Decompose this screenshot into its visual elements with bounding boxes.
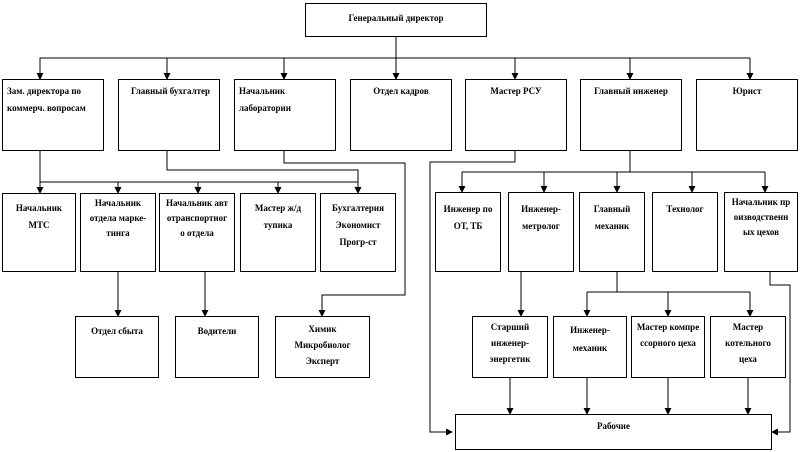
hr-department-label: Отдел кадров: [373, 86, 429, 96]
compressor-master-box: Мастер компрессорного цеха: [631, 316, 705, 378]
senior-power-engineer-box: Старший инженер-энергетик: [472, 316, 548, 378]
accountant-economist-label: Бухгалтерия Экономист Прогр-ст: [332, 203, 384, 247]
sales-department-label: Отдел сбыта: [91, 326, 143, 336]
chief-engineer-box: Главный инженер: [580, 79, 682, 151]
metrology-engineer-label: Инженер-метролог: [521, 204, 561, 231]
transport-head-box: Начальник автотранспортного отдела: [159, 193, 235, 272]
deputy-commercial-label: Зам. директора по коммерч. вопросам: [7, 86, 86, 113]
safety-engineer-box: Инженер по ОТ, ТБ: [435, 192, 501, 272]
mechanical-engineer-box: Инженер-механик: [553, 316, 627, 378]
marketing-head-label: Начальник отдела марке-тинга: [89, 198, 147, 238]
technologist-box: Технолог: [652, 192, 718, 272]
director-label: Генеральный директор: [348, 13, 444, 23]
chief-mechanic-box: Главный механик: [579, 192, 645, 272]
accountant-economist-box: Бухгалтерия Экономист Прогр-ст: [320, 193, 396, 272]
production-head-box: Начальник производственных цехов: [724, 192, 798, 272]
railway-master-label: Мастер ж/д тупика: [254, 203, 302, 230]
chief-accountant-box: Главный бухгалтер: [118, 79, 220, 151]
drivers-label: Водители: [197, 326, 237, 336]
production-head-label: Начальник производственных цехов: [731, 197, 791, 237]
transport-head-label: Начальник автотранспортного отдела: [166, 198, 228, 238]
deputy-commercial-box: Зам. директора по коммерч. вопросам: [2, 79, 104, 151]
workers-label: Рабочие: [597, 421, 630, 431]
metrology-engineer-box: Инженер-метролог: [508, 192, 574, 272]
workers-box: Рабочие: [455, 414, 772, 450]
hr-department-box: Отдел кадров: [350, 79, 452, 151]
safety-engineer-label: Инженер по ОТ, ТБ: [443, 204, 493, 231]
compressor-master-label: Мастер компрессорного цеха: [636, 322, 700, 348]
lab-head-box: Начальник лаборатории: [234, 79, 336, 151]
chemist-label: Химик Микробиолог Эксперт: [294, 324, 351, 366]
chief-accountant-label: Главный бухгалтер: [131, 86, 211, 96]
rsu-master-box: Мастер РСУ: [465, 79, 567, 151]
chemist-box: Химик Микробиолог Эксперт: [275, 316, 370, 378]
lawyer-box: Юрист: [696, 79, 798, 151]
drivers-box: Водители: [175, 316, 259, 378]
lawyer-label: Юрист: [732, 86, 762, 96]
chief-engineer-label: Главный инженер: [594, 86, 668, 96]
technologist-label: Технолог: [666, 204, 704, 214]
boiler-master-label: Мастер котельного цеха: [725, 322, 771, 364]
rsu-master-label: Мастер РСУ: [490, 86, 542, 96]
boiler-master-box: Мастер котельного цеха: [710, 316, 786, 378]
director-box: Генеральный директор: [305, 3, 487, 37]
mechanical-engineer-label: Инженер-механик: [570, 325, 610, 353]
marketing-head-box: Начальник отдела марке-тинга: [80, 193, 156, 272]
sales-department-box: Отдел сбыта: [75, 316, 159, 378]
mts-head-label: Начальник МТС: [15, 203, 63, 230]
chief-mechanic-label: Главный механик: [593, 204, 631, 231]
mts-head-box: Начальник МТС: [2, 193, 76, 272]
railway-master-box: Мастер ж/д тупика: [240, 193, 316, 272]
senior-power-engineer-label: Старший инженер-энергетик: [489, 322, 531, 364]
lab-head-label: Начальник лаборатории: [239, 86, 291, 113]
